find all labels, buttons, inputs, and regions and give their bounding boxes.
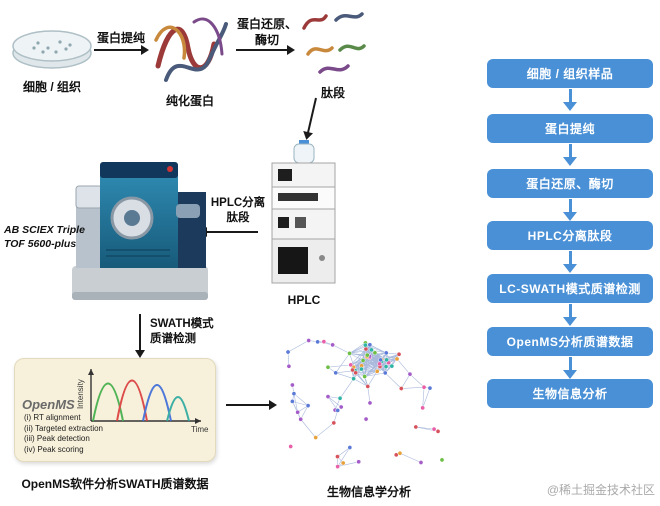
- openms-step: (ii) Targeted extraction: [24, 423, 103, 433]
- arrow-peptide-to-hplc: [306, 97, 317, 134]
- arrow-protein-to-peptide: [236, 45, 295, 55]
- arrow-cell-to-protein: [94, 45, 149, 55]
- openms-software-panel: OpenMS Intensity Time (i) RT alignment (…: [14, 358, 216, 462]
- flow-step-purify: 蛋白提纯: [487, 114, 653, 143]
- flow-step-digest: 蛋白还原、酶切: [487, 169, 653, 198]
- openms-step: (i) RT alignment: [24, 412, 81, 422]
- openms-step: (iv) Peak scoring: [24, 445, 84, 455]
- arrow-hplc-to-ms: [199, 227, 258, 237]
- flow-arrow-icon: [487, 357, 653, 379]
- arrow-openms-to-network: [226, 400, 277, 410]
- flow-step-hplc: HPLC分离肽段: [487, 221, 653, 250]
- flow-arrow-icon: [487, 89, 653, 111]
- purified-protein-icon: [154, 17, 228, 82]
- flow-arrow-icon: [487, 144, 653, 166]
- mass-spectrometer-icon: [72, 162, 208, 300]
- swath-arrow-label: SWATH模式 质谱检测: [150, 318, 214, 345]
- flow-arrow-icon: [487, 304, 653, 326]
- hplc-separation-arrow-label: HPLC分离 肽段: [210, 197, 266, 224]
- chromatogram-y-axis-label: Intensity: [76, 379, 85, 409]
- purified-protein-label: 纯化蛋白: [165, 94, 214, 108]
- chromatogram-chart: Intensity Time: [76, 369, 209, 434]
- openms-step-list: (i) RT alignment (ii) Targeted extractio…: [24, 413, 103, 456]
- openms-step: (iii) Peak detection: [24, 434, 90, 444]
- flow-step-swath: LC-SWATH模式质谱检测: [487, 274, 653, 303]
- flow-step-openms: OpenMS分析质谱数据: [487, 327, 653, 356]
- digestion-arrow-label: 蛋白还原、 酶切: [236, 17, 297, 47]
- petri-dish-icon: [12, 30, 92, 69]
- peptides-icon: [302, 12, 366, 74]
- hplc-label: HPLC: [287, 293, 321, 307]
- arrow-ms-to-openms: [135, 314, 145, 358]
- watermark: @稀土掘金技术社区: [546, 483, 655, 497]
- hplc-instrument-icon: [271, 140, 336, 284]
- flow-step-bioinfo: 生物信息分析: [487, 379, 653, 408]
- chromatogram-x-axis-label: Time: [191, 425, 209, 434]
- openms-logo: OpenMS: [22, 397, 75, 412]
- flow-arrow-icon: [487, 251, 653, 273]
- network-caption: 生物信息学分析: [326, 485, 411, 499]
- flow-step-sample: 细胞 / 组织样品: [487, 59, 653, 88]
- ms-model-label: AB SCIEX Triple TOF 5600-plus: [4, 224, 85, 250]
- protein-purification-arrow-label: 蛋白提纯: [96, 31, 145, 45]
- cell-tissue-label: 细胞 / 组织: [22, 80, 81, 94]
- openms-caption: OpenMS软件分析SWATH质谱数据: [21, 477, 209, 491]
- flow-arrow-icon: [487, 199, 653, 221]
- peptide-label: 肽段: [320, 86, 345, 100]
- bioinformatics-network-icon: [285, 338, 445, 469]
